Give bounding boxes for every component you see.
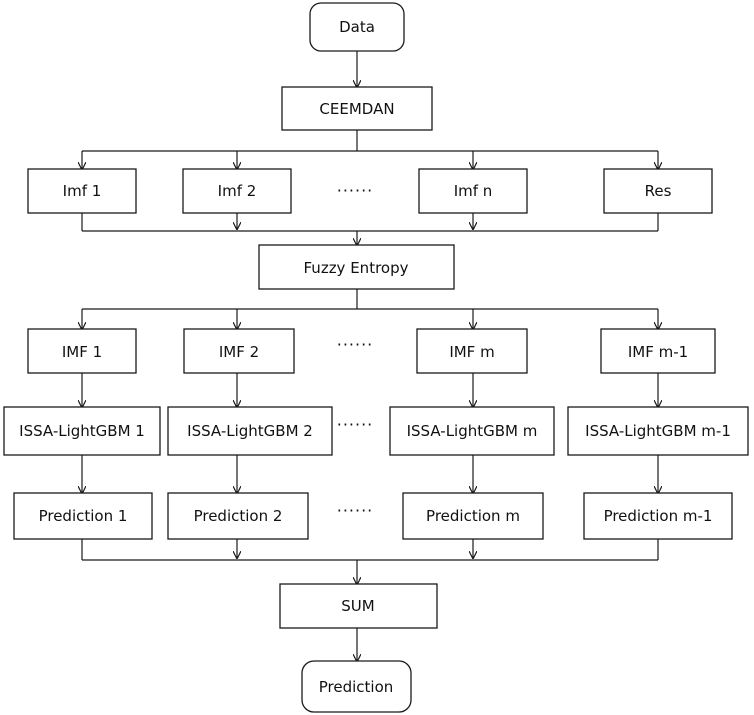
- node-res: Res: [603, 168, 713, 214]
- node-predm1: Prediction m-1: [583, 492, 733, 540]
- ellipsis-row-1: ······: [337, 181, 374, 200]
- connectors: [82, 51, 658, 661]
- ellipsis-row-4: ······: [337, 501, 374, 520]
- node-pred2: Prediction 2: [167, 492, 309, 540]
- node-IMFm-label: IMF m: [449, 343, 494, 361]
- node-data: Data: [309, 2, 405, 52]
- node-sum: SUM: [279, 583, 438, 629]
- node-fuzzy-label: Fuzzy Entropy: [304, 259, 409, 277]
- node-imfn-label: Imf n: [454, 182, 493, 200]
- node-pred1-label: Prediction 1: [39, 507, 128, 525]
- node-predm-label: Prediction m: [426, 507, 520, 525]
- ellipsis-row-2: ······: [337, 335, 374, 354]
- node-IMF1-label: IMF 1: [62, 343, 102, 361]
- node-predm: Prediction m: [402, 492, 544, 540]
- node-lgb1-label: ISSA-LightGBM 1: [19, 422, 145, 440]
- node-IMF1: IMF 1: [27, 328, 137, 374]
- node-imf1: Imf 1: [27, 168, 137, 214]
- node-IMFm1-label: IMF m-1: [628, 343, 688, 361]
- ellipsis-row-3: ······: [337, 415, 374, 434]
- node-pred2-label: Prediction 2: [194, 507, 283, 525]
- node-ceemdan-label: CEEMDAN: [319, 100, 394, 118]
- node-IMFm: IMF m: [416, 328, 528, 374]
- node-ceemdan: CEEMDAN: [281, 86, 433, 131]
- node-prediction: Prediction: [301, 660, 412, 713]
- node-lgb2: ISSA-LightGBM 2: [167, 406, 333, 456]
- node-imf2: Imf 2: [182, 168, 292, 214]
- node-IMF2: IMF 2: [183, 328, 295, 374]
- node-lgbm-label: ISSA-LightGBM m: [407, 422, 538, 440]
- node-imfn: Imf n: [418, 168, 528, 214]
- node-imf2-label: Imf 2: [218, 182, 257, 200]
- node-res-label: Res: [645, 182, 672, 200]
- node-imf1-label: Imf 1: [63, 182, 102, 200]
- node-lgbm: ISSA-LightGBM m: [389, 406, 555, 456]
- node-IMFm1: IMF m-1: [600, 328, 716, 374]
- node-fuzzy-entropy: Fuzzy Entropy: [258, 244, 455, 290]
- node-prediction-label: Prediction: [319, 678, 394, 696]
- node-sum-label: SUM: [341, 597, 374, 615]
- node-lgbm1-label: ISSA-LightGBM m-1: [585, 422, 731, 440]
- node-lgb2-label: ISSA-LightGBM 2: [187, 422, 313, 440]
- node-pred1: Prediction 1: [13, 492, 153, 540]
- node-predm1-label: Prediction m-1: [604, 507, 713, 525]
- node-lgbm1: ISSA-LightGBM m-1: [567, 406, 749, 456]
- node-IMF2-label: IMF 2: [219, 343, 259, 361]
- node-lgb1: ISSA-LightGBM 1: [3, 406, 161, 456]
- node-data-label: Data: [339, 18, 375, 36]
